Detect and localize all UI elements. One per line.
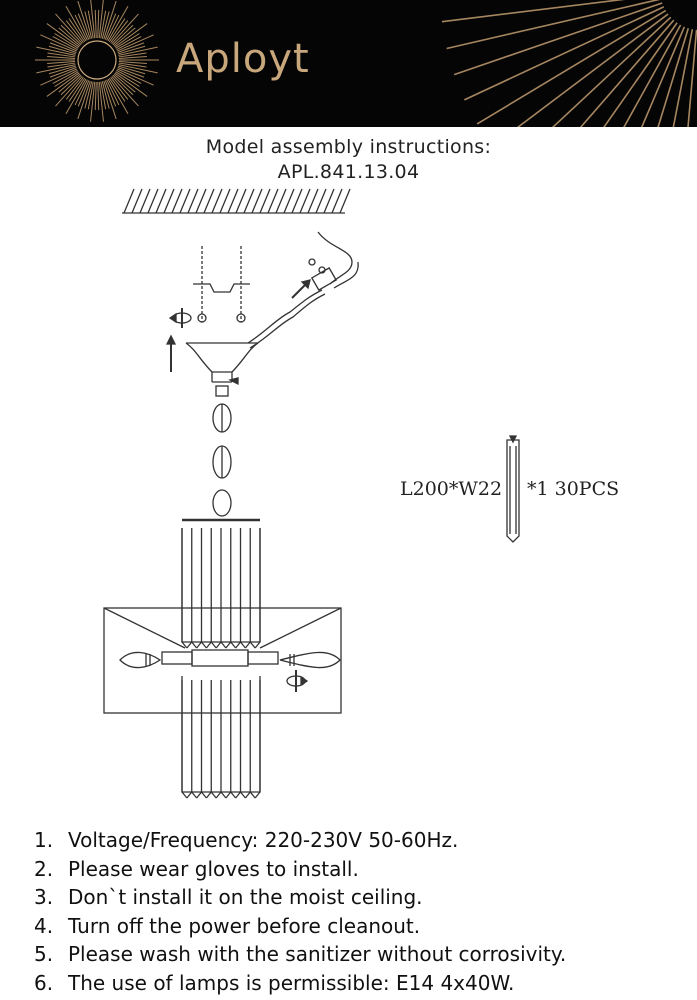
suspension-chain [212, 385, 232, 517]
instruction-item: 6. The use of lamps is permissible: E14 4… [34, 969, 566, 998]
instruction-number: 6. [34, 970, 54, 995]
header-banner: Aployt [0, 0, 697, 127]
instruction-item: 3. Don`t install it on the moist ceiling. [34, 883, 566, 912]
crystal-dimensions: L200*W22 [400, 478, 503, 500]
instruction-number: 4. [34, 913, 54, 938]
ceiling-canopy [185, 342, 259, 386]
instruction-text: Voltage/Frequency: 220-230V 50-60Hz. [68, 828, 459, 852]
model-number: APL.841.13.04 [277, 161, 420, 183]
instruction-item: 2. Please wear gloves to install. [34, 855, 566, 884]
instruction-number: 2. [34, 856, 54, 881]
power-wire [247, 231, 359, 349]
instructions-list: 1. Voltage/Frequency: 220-230V 50-60Hz. 2.… [34, 826, 566, 997]
ceiling-hatch [122, 188, 351, 214]
instruction-text: Please wash with the sanitizer without c… [68, 942, 567, 966]
assembly-diagram [103, 188, 520, 799]
candle-bulb-right [279, 651, 341, 669]
assembly-title: Model assembly instructions: [205, 136, 492, 158]
lamp-body [161, 649, 279, 667]
brand-logo-text: Aployt [176, 36, 310, 82]
up-arrow-icon [165, 279, 311, 372]
instruction-text: The use of lamps is permissible: E14 4x4… [68, 970, 515, 995]
instruction-number: 3. [34, 885, 54, 909]
crystal-quantity: *1 30PCS [527, 478, 620, 500]
mounting-screws [193, 246, 250, 323]
rotate-arrow-icon [168, 308, 192, 328]
crystal-cluster-upper [181, 518, 261, 649]
rotate-arrow-icon [286, 670, 309, 692]
instruction-text: Please wear gloves to install. [68, 856, 359, 881]
crystal-prism-icon [506, 435, 520, 543]
instruction-text: Don`t install it on the moist ceiling. [68, 885, 423, 909]
instruction-item: 5. Please wash with the sanitizer without… [34, 940, 566, 969]
crystal-cluster-lower [181, 676, 261, 799]
instruction-item: 1. Voltage/Frequency: 220-230V 50-60Hz. [34, 826, 566, 855]
instruction-text: Turn off the power before cleanout. [68, 913, 421, 938]
instruction-number: 5. [34, 942, 54, 966]
instruction-item: 4. Turn off the power before cleanout. [34, 912, 566, 941]
lamp-frame [103, 607, 342, 714]
instruction-number: 1. [34, 828, 54, 852]
sunburst-decoration [35, 0, 697, 127]
candle-bulb-left [119, 651, 162, 669]
